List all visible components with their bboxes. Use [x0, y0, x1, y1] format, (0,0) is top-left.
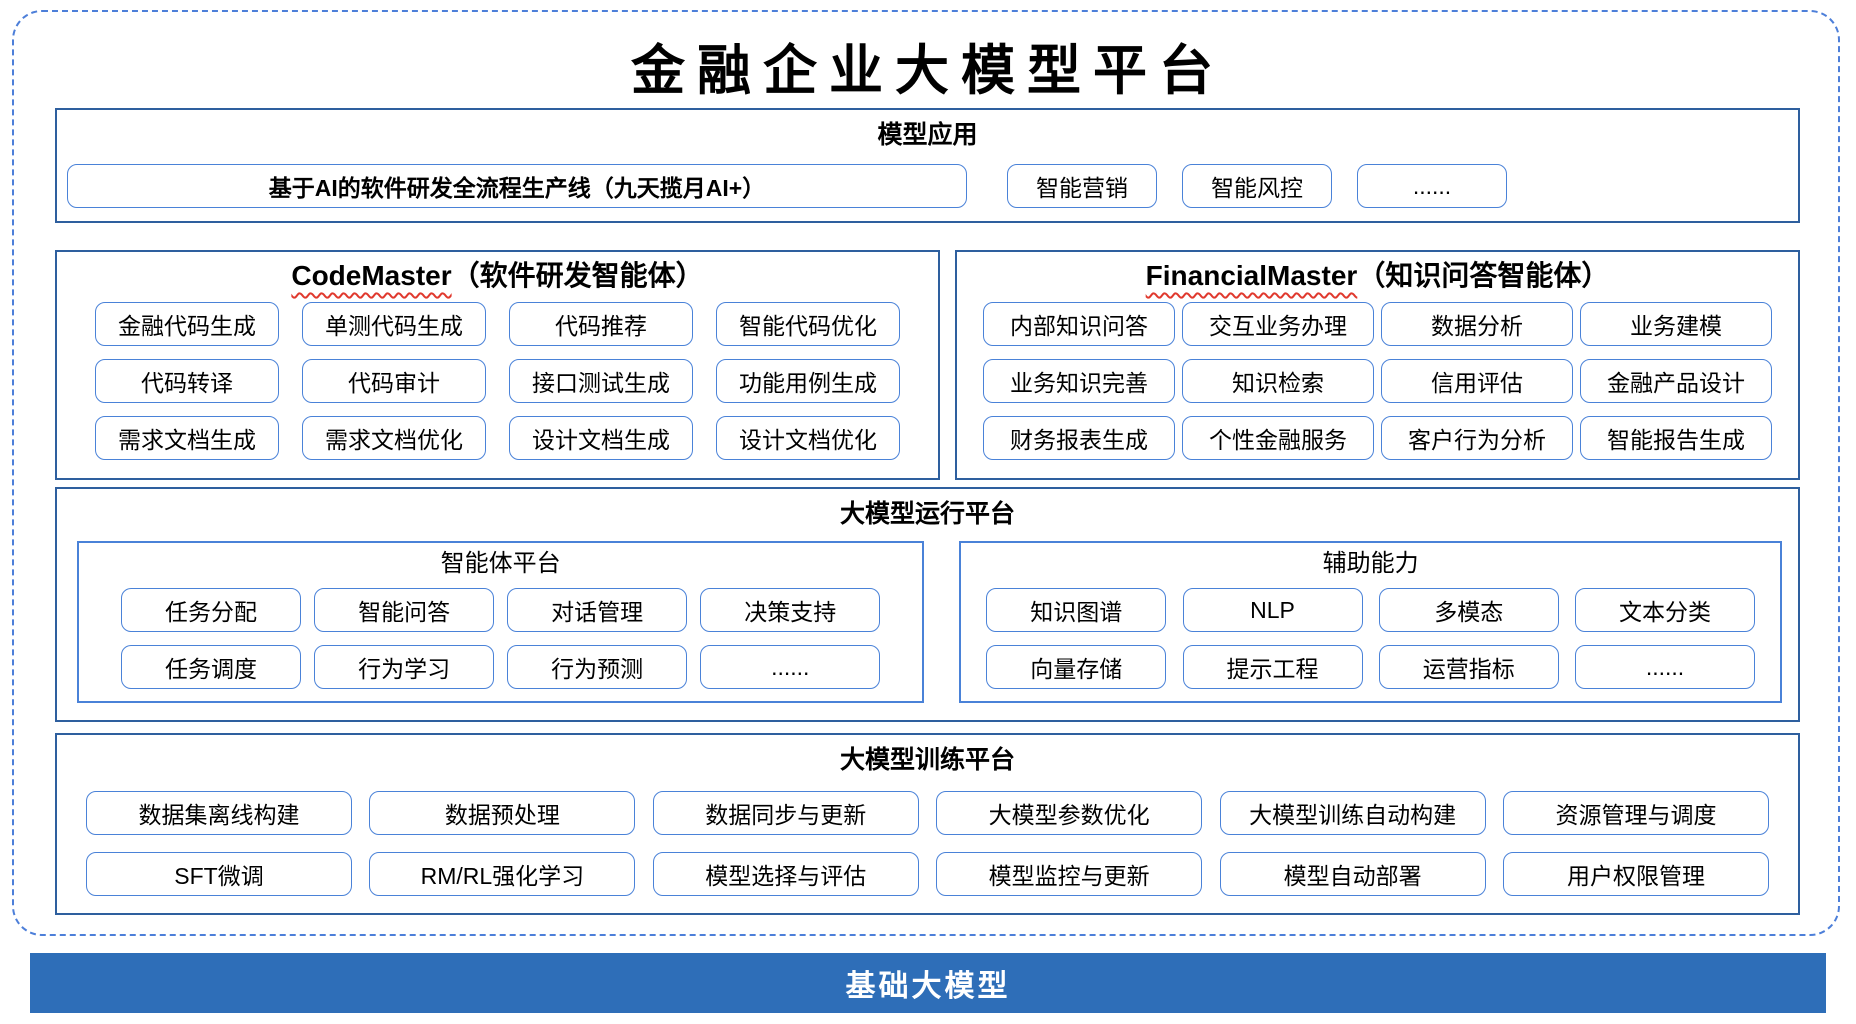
financialmaster-title: FinancialMaster（知识问答智能体）: [957, 258, 1798, 294]
agent-platform-title: 智能体平台: [440, 550, 561, 577]
codemaster-capability-pill: 功能用例生成: [716, 359, 900, 403]
section-model-applications: 模型应用 基于AI的软件研发全流程生产线（九天揽月AI+） 智能营销 智能风控 …: [55, 108, 1800, 223]
codemaster-capability-pill: 智能代码优化: [716, 302, 900, 346]
financialmaster-capability-pill: 金融产品设计: [1580, 359, 1772, 403]
codemaster-capability-pill: 金融代码生成: [95, 302, 279, 346]
aux-capability-pill: 知识图谱: [986, 588, 1167, 632]
codemaster-capability-pill: 代码审计: [302, 359, 486, 403]
model-applications-row: 基于AI的软件研发全流程生产线（九天揽月AI+） 智能营销 智能风控 .....…: [67, 164, 1532, 208]
financialmaster-title-en: FinancialMaster: [1145, 260, 1358, 291]
codemaster-capability-pill: 单测代码生成: [302, 302, 486, 346]
financialmaster-grid: 内部知识问答 交互业务办理 数据分析 业务建模 业务知识完善 知识检索 信用评估…: [983, 302, 1772, 460]
aux-capability-pill: 提示工程: [1182, 645, 1363, 689]
codemaster-capability-pill: 代码推荐: [509, 302, 693, 346]
foundation-model-label: 基础大模型: [845, 970, 1011, 1003]
agent-platform-capability-pill: 决策支持: [700, 588, 881, 632]
training-grid: 数据集离线构建 数据预处理 数据同步与更新 大模型参数优化 大模型训练自动构建 …: [86, 791, 1769, 896]
aux-capability-pill: 向量存储: [986, 645, 1167, 689]
training-capability-pill: 数据同步与更新: [652, 791, 919, 835]
agent-platform-capability-pill: ......: [700, 645, 881, 689]
codemaster-title: CodeMaster（软件研发智能体）: [57, 258, 938, 294]
outer-dashed-border: [12, 10, 1840, 936]
financialmaster-capability-pill: 智能报告生成: [1580, 416, 1772, 460]
aux-capability-pill: 运营指标: [1378, 645, 1559, 689]
training-capability-pill: 数据集离线构建: [86, 791, 352, 835]
aux-capability-pill: 文本分类: [1575, 588, 1755, 632]
codemaster-title-zh: （软件研发智能体）: [451, 260, 704, 291]
training-capability-pill: 模型监控与更新: [936, 852, 1203, 896]
training-capability-pill: 用户权限管理: [1502, 852, 1769, 896]
codemaster-capability-pill: 设计文档生成: [509, 416, 693, 460]
financialmaster-capability-pill: 信用评估: [1381, 359, 1573, 403]
application-pill: 智能风控: [1182, 164, 1332, 208]
aux-ability-title: 辅助能力: [1322, 550, 1419, 577]
training-capability-pill: 大模型训练自动构建: [1219, 791, 1486, 835]
codemaster-capability-pill: 设计文档优化: [716, 416, 900, 460]
codemaster-capability-pill: 代码转译: [95, 359, 279, 403]
agent-platform-capability-pill: 行为学习: [314, 645, 495, 689]
runtime-subboxes-row: 智能体平台 任务分配 智能问答 对话管理 决策支持 任务调度 行为学习 行为预测…: [77, 541, 1782, 703]
financialmaster-capability-pill: 知识检索: [1182, 359, 1374, 403]
codemaster-grid: 金融代码生成 单测代码生成 代码推荐 智能代码优化 代码转译 代码审计 接口测试…: [95, 302, 900, 460]
financialmaster-capability-pill: 个性金融服务: [1182, 416, 1374, 460]
aux-capability-pill: ......: [1575, 645, 1755, 689]
agent-platform-grid: 任务分配 智能问答 对话管理 决策支持 任务调度 行为学习 行为预测 .....…: [121, 588, 881, 689]
section-training-platform: 大模型训练平台 数据集离线构建 数据预处理 数据同步与更新 大模型参数优化 大模…: [55, 733, 1800, 915]
subsection-aux-ability: 辅助能力 知识图谱 NLP 多模态 文本分类 向量存储 提示工程 运营指标 ..…: [959, 541, 1782, 703]
financialmaster-capability-pill: 业务建模: [1580, 302, 1772, 346]
training-capability-pill: 模型选择与评估: [652, 852, 919, 896]
page-title: 金融企业大模型平台: [631, 38, 1225, 102]
training-capability-pill: 模型自动部署: [1219, 852, 1486, 896]
section-codemaster: CodeMaster（软件研发智能体） 金融代码生成 单测代码生成 代码推荐 智…: [55, 250, 940, 480]
codemaster-capability-pill: 接口测试生成: [509, 359, 693, 403]
subsection-agent-platform: 智能体平台 任务分配 智能问答 对话管理 决策支持 任务调度 行为学习 行为预测…: [77, 541, 925, 703]
codemaster-capability-pill: 需求文档生成: [95, 416, 279, 460]
agents-row: CodeMaster（软件研发智能体） 金融代码生成 单测代码生成 代码推荐 智…: [55, 250, 1800, 480]
financialmaster-capability-pill: 内部知识问答: [983, 302, 1175, 346]
codemaster-capability-pill: 需求文档优化: [302, 416, 486, 460]
agent-platform-capability-pill: 任务调度: [121, 645, 301, 689]
financialmaster-capability-pill: 客户行为分析: [1381, 416, 1573, 460]
section-runtime-platform: 大模型运行平台 智能体平台 任务分配 智能问答 对话管理 决策支持 任务调度 行…: [55, 487, 1800, 722]
model-applications-title: 模型应用: [877, 121, 978, 149]
runtime-platform-title: 大模型运行平台: [839, 500, 1015, 528]
application-pill: 智能营销: [1007, 164, 1157, 208]
training-capability-pill: SFT微调: [86, 852, 352, 896]
financialmaster-capability-pill: 业务知识完善: [983, 359, 1175, 403]
agent-platform-capability-pill: 智能问答: [314, 588, 495, 632]
application-pill: ......: [1357, 164, 1507, 208]
training-capability-pill: 大模型参数优化: [936, 791, 1203, 835]
training-capability-pill: RM/RL强化学习: [369, 852, 636, 896]
section-financialmaster: FinancialMaster（知识问答智能体） 内部知识问答 交互业务办理 数…: [955, 250, 1800, 480]
training-platform-title: 大模型训练平台: [839, 746, 1015, 774]
aux-capability-pill: NLP: [1182, 588, 1363, 632]
aux-capability-pill: 多模态: [1378, 588, 1559, 632]
foundation-model-bar: 基础大模型: [30, 953, 1826, 1013]
agent-platform-capability-pill: 对话管理: [507, 588, 688, 632]
financialmaster-capability-pill: 交互业务办理: [1182, 302, 1374, 346]
codemaster-title-en: CodeMaster: [291, 260, 452, 291]
aux-ability-grid: 知识图谱 NLP 多模态 文本分类 向量存储 提示工程 运营指标 ......: [986, 588, 1755, 689]
training-capability-pill: 数据预处理: [369, 791, 636, 835]
agent-platform-capability-pill: 任务分配: [121, 588, 301, 632]
agent-platform-capability-pill: 行为预测: [507, 645, 688, 689]
training-capability-pill: 资源管理与调度: [1502, 791, 1769, 835]
application-pill-main: 基于AI的软件研发全流程生产线（九天揽月AI+）: [67, 164, 967, 208]
financialmaster-capability-pill: 财务报表生成: [983, 416, 1175, 460]
financialmaster-title-zh: （知识问答智能体）: [1357, 260, 1610, 291]
financialmaster-capability-pill: 数据分析: [1381, 302, 1573, 346]
